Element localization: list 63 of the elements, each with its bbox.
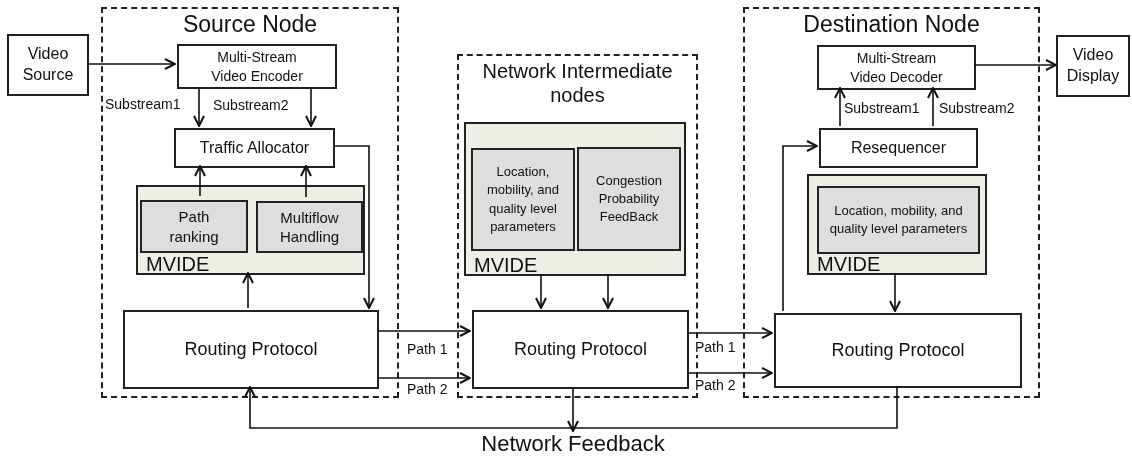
arrow bbox=[889, 272, 901, 312]
process-box bbox=[7, 34, 89, 96]
arrow bbox=[782, 140, 818, 312]
box-label: Video Display bbox=[1065, 45, 1121, 86]
arrow bbox=[376, 325, 471, 337]
parameter-label: Location, mobility, and quality level parameters bbox=[828, 201, 969, 238]
box-label: Routing Protocol bbox=[831, 339, 965, 362]
module-panel bbox=[464, 122, 686, 276]
module-panel bbox=[807, 174, 987, 275]
process-box bbox=[123, 310, 379, 389]
arrow bbox=[686, 367, 773, 379]
module-label: Multiflow Handling bbox=[278, 207, 341, 247]
node-group-frame bbox=[457, 54, 698, 398]
arrow bbox=[305, 86, 317, 127]
module-box bbox=[140, 200, 248, 253]
process-box bbox=[1056, 35, 1130, 97]
parameter-box bbox=[817, 186, 980, 254]
edge-label: Path 2 bbox=[694, 378, 737, 394]
arrow bbox=[300, 165, 312, 198]
arrow bbox=[834, 87, 846, 127]
box-label: Routing Protocol bbox=[513, 338, 648, 361]
parameter-label: Congestion Probability FeedBack bbox=[595, 171, 663, 227]
module-label: Path ranking bbox=[168, 207, 220, 246]
arrow bbox=[535, 273, 547, 309]
feedback-label: Network Feedback bbox=[481, 431, 665, 457]
module-panel bbox=[136, 185, 365, 275]
arrow bbox=[927, 87, 939, 127]
box-label: Multi-Stream Video Decoder bbox=[849, 49, 944, 86]
parameter-box bbox=[577, 147, 681, 251]
panel-label: MVIDE bbox=[474, 253, 538, 277]
process-box bbox=[817, 45, 976, 90]
process-box bbox=[174, 128, 335, 168]
panel-label: MVIDE bbox=[146, 252, 210, 276]
arrow bbox=[194, 165, 206, 197]
box-label: Traffic Allocator bbox=[198, 137, 311, 158]
arrow bbox=[602, 273, 614, 309]
box-label: Video Source bbox=[21, 44, 75, 85]
arrow bbox=[686, 327, 773, 339]
node-group-frame bbox=[101, 7, 399, 398]
arrow bbox=[567, 386, 579, 432]
process-box bbox=[472, 310, 689, 389]
parameter-box bbox=[471, 148, 575, 251]
panel-label: MVIDE bbox=[817, 252, 881, 276]
arrow bbox=[376, 372, 471, 384]
box-label: Resequencer bbox=[849, 137, 948, 158]
box-label: Multi-Stream Video Encoder bbox=[210, 48, 304, 85]
arrow bbox=[88, 58, 176, 70]
node-group-frame bbox=[743, 7, 1040, 398]
group-heading: Destination Node bbox=[802, 12, 981, 38]
arrow bbox=[193, 86, 205, 127]
process-box bbox=[774, 313, 1022, 388]
edge-label: Path 1 bbox=[694, 340, 737, 356]
arrow bbox=[332, 145, 375, 309]
process-box bbox=[177, 44, 337, 89]
group-heading: Network Intermediate nodes bbox=[481, 59, 674, 107]
group-heading: Source Node bbox=[181, 12, 319, 38]
parameter-label: Location, mobility, and quality level parameters bbox=[486, 163, 560, 236]
arrow bbox=[244, 385, 898, 429]
box-label: Routing Protocol bbox=[184, 338, 318, 361]
process-box bbox=[819, 128, 978, 168]
arrow bbox=[242, 272, 254, 309]
module-box bbox=[256, 201, 363, 253]
arrow bbox=[973, 59, 1057, 71]
